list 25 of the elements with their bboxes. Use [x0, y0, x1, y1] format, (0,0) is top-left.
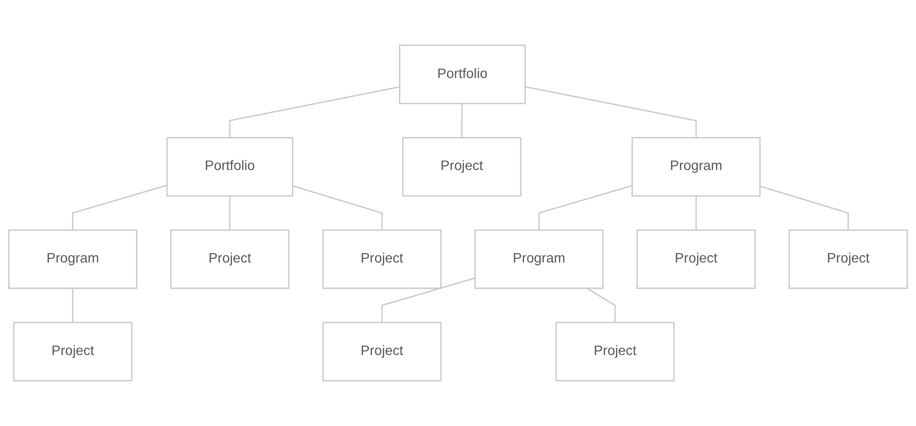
- node-box: Project: [402, 137, 522, 197]
- connector: [525, 86, 697, 138]
- connector: [72, 288, 74, 323]
- node-box: Project: [636, 229, 756, 289]
- connector: [538, 184, 632, 230]
- connector: [695, 196, 697, 230]
- connector: [72, 184, 168, 230]
- node-box: Project: [555, 322, 675, 382]
- connector: [760, 186, 849, 230]
- node-box: Project: [170, 229, 290, 289]
- node-box: Portfolio: [398, 44, 526, 104]
- connector: [229, 196, 230, 230]
- connector: [292, 185, 383, 230]
- connector: [229, 86, 400, 138]
- node-box: Program: [474, 229, 604, 289]
- node-box: Program: [632, 137, 761, 197]
- node-box: Program: [8, 229, 138, 289]
- node-box: Portfolio: [166, 137, 294, 197]
- connector: [461, 103, 463, 138]
- connector: [586, 288, 616, 323]
- connector: [381, 277, 476, 323]
- node-box: Project: [788, 229, 908, 289]
- node-box: Project: [322, 229, 442, 289]
- node-box: Project: [13, 322, 132, 382]
- node-box: Project: [322, 322, 442, 382]
